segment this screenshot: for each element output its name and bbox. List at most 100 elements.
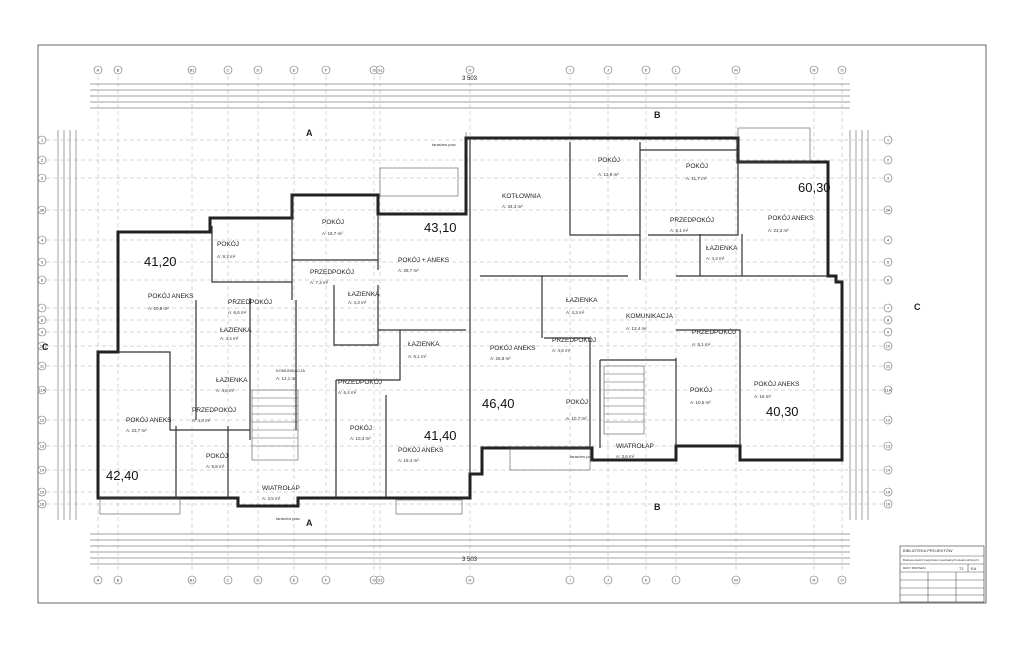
sheet-code: EA xyxy=(971,566,977,571)
svg-text:11: 11 xyxy=(40,364,45,369)
svg-text:3A: 3A xyxy=(886,208,891,213)
svg-text:C: C xyxy=(227,68,230,73)
svg-text:H: H xyxy=(469,68,472,73)
section-mark: A xyxy=(306,518,313,528)
title-block-header: BIBLIOTEKA PROJEKTÓW xyxy=(903,548,953,553)
svg-text:16: 16 xyxy=(886,502,891,507)
room-area: A: 23,7 m² xyxy=(126,428,147,433)
svg-text:E: E xyxy=(293,68,296,73)
apartment-area: 41,20 xyxy=(144,254,177,269)
room-label: ŁAZIENKA xyxy=(216,377,248,384)
axis-bubble: 5 xyxy=(883,257,893,267)
svg-text:10: 10 xyxy=(886,344,891,349)
svg-text:14: 14 xyxy=(886,468,891,473)
svg-text:14: 14 xyxy=(40,468,45,473)
axis-bubble: E xyxy=(289,65,299,75)
room-area: A: 4,3 m² xyxy=(706,256,725,261)
svg-text:8: 8 xyxy=(41,318,44,323)
room-area: A: 4,3 m² xyxy=(348,300,367,305)
building-walls xyxy=(96,136,844,508)
axis-bubble: G xyxy=(369,65,379,75)
svg-text:B1: B1 xyxy=(190,578,196,583)
room-label: KOMUNIKACJA xyxy=(276,368,305,373)
axis-bubble: N xyxy=(809,575,819,585)
room-area: A: 13,4 m² xyxy=(626,326,647,331)
axis-bubble: 4 xyxy=(883,235,893,245)
svg-text:2: 2 xyxy=(887,158,890,163)
apartment-area-labels: 41,20 43,10 60,30 46,40 41,40 40,30 42,4… xyxy=(106,180,831,483)
axis-bubble: J xyxy=(603,65,613,75)
axis-bubble: F xyxy=(321,65,331,75)
svg-text:16: 16 xyxy=(40,502,45,507)
apartment-area: 42,40 xyxy=(106,468,139,483)
room-area: A: 5,1 m² xyxy=(692,342,711,347)
axis-bubble: 3A xyxy=(883,205,893,215)
room-label: PRZEDPOKÓJ xyxy=(670,215,714,224)
svg-text:J: J xyxy=(607,68,609,73)
axis-bubble: 16 xyxy=(37,499,47,509)
svg-text:15: 15 xyxy=(40,490,45,495)
svg-text:N: N xyxy=(813,68,816,73)
room-area: A: 12,1 m² xyxy=(276,376,297,381)
svg-text:B: B xyxy=(117,578,120,583)
svg-text:M: M xyxy=(734,68,737,73)
svg-text:B: B xyxy=(117,68,120,73)
section-mark: B xyxy=(654,110,661,120)
room-area: A: 4,3 m² xyxy=(192,418,211,423)
room-area: A: 4,4 m² xyxy=(220,336,239,341)
axis-bubble: 6 xyxy=(37,275,47,285)
axis-bubble: H xyxy=(465,65,475,75)
room-area: A: 8,1 m² xyxy=(670,228,689,233)
room-area: A: 4,3 m² xyxy=(566,310,585,315)
axis-bubble: 4 xyxy=(37,235,47,245)
room-labels: POKÓJ A: 9,3 m² POKÓJ ANEKS A: 20,9 m² P… xyxy=(126,155,814,501)
svg-text:F: F xyxy=(325,68,328,73)
axis-bubble: G1 xyxy=(375,65,385,75)
svg-text:9: 9 xyxy=(887,330,890,335)
room-area: A: 9,8 m² xyxy=(206,464,225,469)
svg-text:L: L xyxy=(675,578,678,583)
title-block-drawing: RZUT PARTERU xyxy=(903,566,926,570)
axis-bubble: A xyxy=(93,65,103,75)
title-block: BIBLIOTEKA PROJEKTÓW Budowa dwóch budynk… xyxy=(899,545,985,603)
svg-text:G: G xyxy=(372,68,375,73)
svg-text:E: E xyxy=(293,578,296,583)
axis-bubble: 2 xyxy=(37,155,47,165)
axis-bubble: L xyxy=(671,65,681,75)
room-label: POKÓJ xyxy=(206,451,228,460)
room-area: A: 6,6 m² xyxy=(228,310,247,315)
axis-bubble: 16 xyxy=(883,499,893,509)
svg-text:9: 9 xyxy=(41,330,44,335)
axis-bubble: K xyxy=(641,65,651,75)
axis-bubble: D xyxy=(253,65,263,75)
svg-text:5: 5 xyxy=(41,260,44,265)
axis-bubble: M xyxy=(731,575,741,585)
room-label: KOTŁOWNIA xyxy=(502,193,542,200)
axis-bubble: 1 xyxy=(37,135,47,145)
axis-bubble: A xyxy=(93,575,103,585)
axis-bubble: F xyxy=(321,575,331,585)
section-mark: A xyxy=(306,128,313,138)
room-label: PRZEDPOKÓJ xyxy=(192,405,236,414)
svg-text:B1: B1 xyxy=(190,68,196,73)
axis-bubble: I xyxy=(565,65,575,75)
side-dimension-chains xyxy=(57,130,869,520)
room-label: KOMUNIKACJA xyxy=(626,313,674,320)
room-area: A: 12,9 m² xyxy=(598,172,619,177)
axis-bubble: L xyxy=(671,575,681,585)
room-area: A: 6,4 m² xyxy=(338,390,357,395)
svg-text:11A: 11A xyxy=(885,388,892,393)
room-label: POKÓJ ANEKS xyxy=(490,343,536,352)
axis-bubble: 5 xyxy=(37,257,47,267)
axis-bubble: 7 xyxy=(37,303,47,313)
room-area: A: 6,1 m² xyxy=(408,354,427,359)
axis-bubble: 12 xyxy=(883,415,893,425)
svg-text:12: 12 xyxy=(40,418,45,423)
axis-bubble: 3A xyxy=(37,205,47,215)
svg-text:1: 1 xyxy=(41,138,44,143)
room-label: PRZEDPOKÓJ xyxy=(692,327,736,336)
terrace-note: taras/ew pow. xyxy=(276,516,300,521)
room-label: POKÓJ xyxy=(322,217,344,226)
axis-bubble: 13 xyxy=(37,441,47,451)
apartment-area: 46,40 xyxy=(482,396,515,411)
